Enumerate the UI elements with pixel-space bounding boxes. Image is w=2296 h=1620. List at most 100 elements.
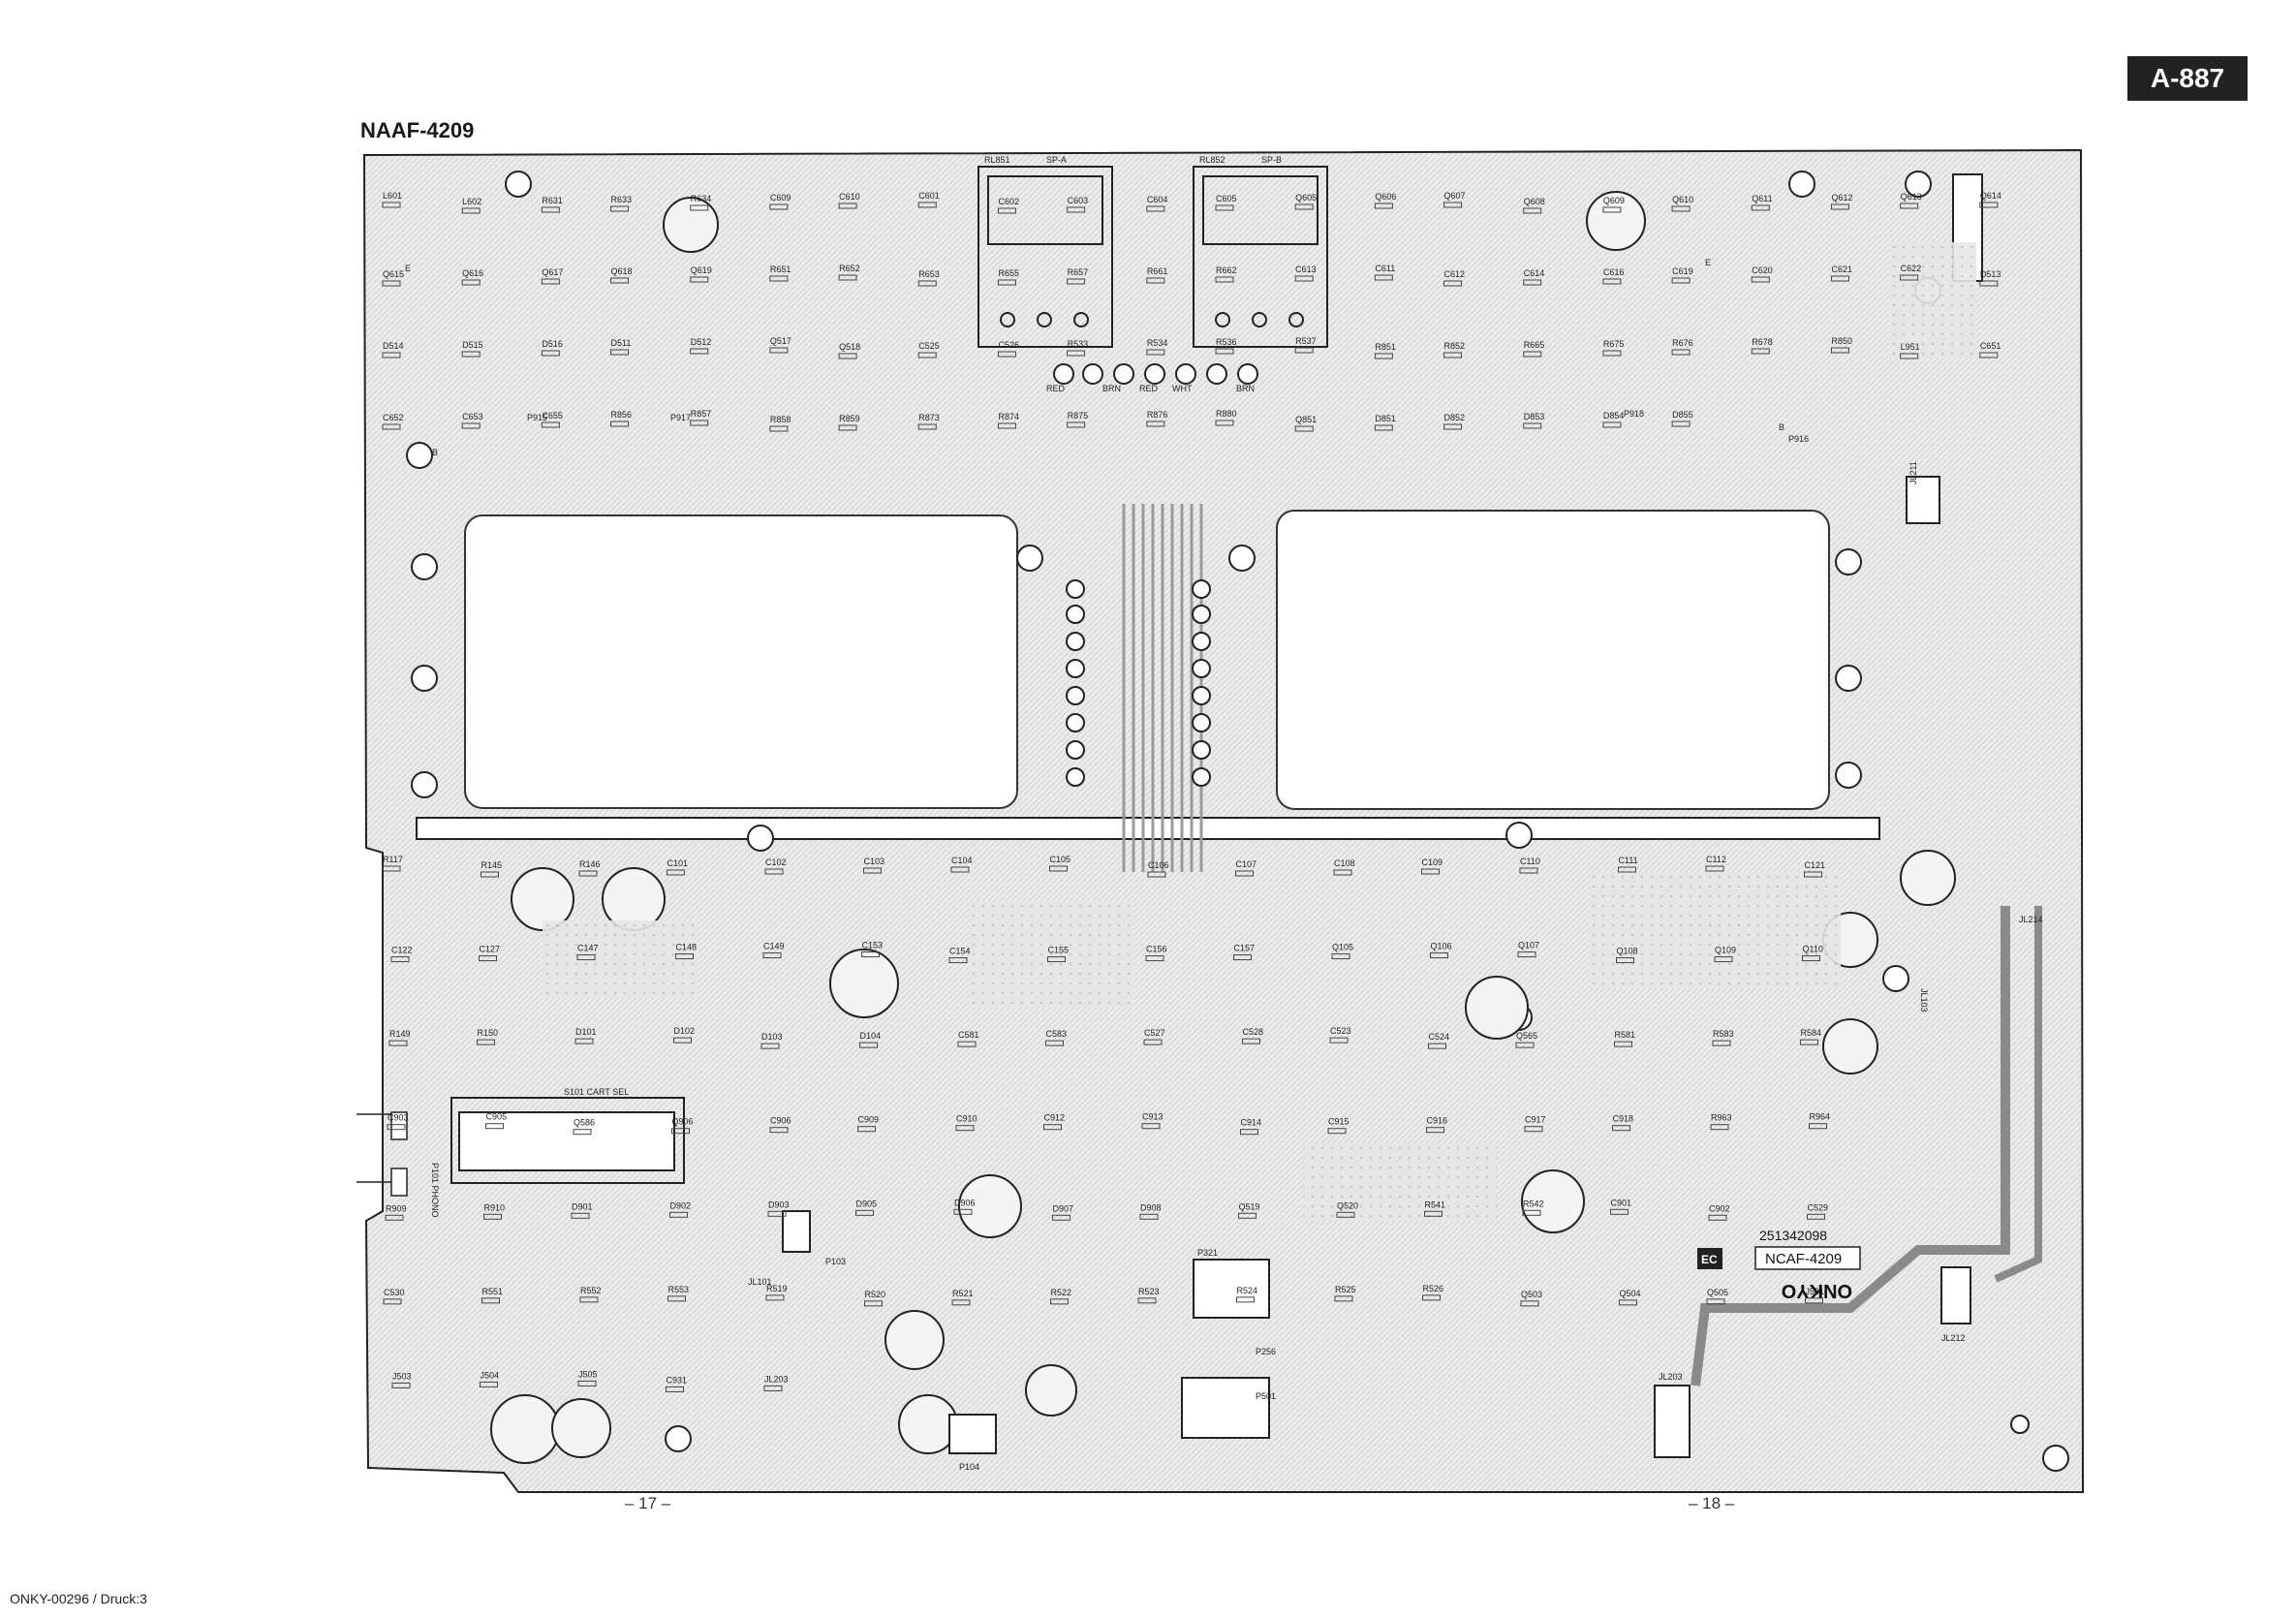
component-body — [1238, 1212, 1257, 1219]
component-body — [1602, 421, 1622, 428]
component-ref-label: Q616 — [462, 268, 483, 278]
component-body — [382, 352, 401, 358]
component-ref-label: C525 — [918, 341, 940, 351]
component-ref-label: C101 — [667, 858, 689, 868]
component-body — [382, 865, 401, 872]
component-ref-label: R652 — [839, 264, 860, 273]
component-ref-label: R964 — [1810, 1112, 1831, 1122]
component-ref-label: C610 — [839, 192, 860, 202]
component-ref-label: R150 — [478, 1028, 499, 1038]
component-body — [690, 420, 709, 426]
ground-mark: B — [1779, 422, 1784, 432]
component-ref-label: C153 — [862, 941, 884, 950]
component-body — [1602, 206, 1622, 213]
component-ref-label: D515 — [462, 340, 483, 350]
component-ref-label: C609 — [770, 193, 791, 202]
component-body — [1671, 349, 1691, 356]
component-body — [957, 1041, 977, 1047]
component-body — [1374, 353, 1393, 359]
component-ref-label: C619 — [1672, 266, 1693, 276]
component-body — [461, 279, 481, 286]
component-body — [863, 867, 882, 874]
component-ref-label: C110 — [1520, 857, 1540, 866]
wire-colour-labels: RED BRN RED WHT BRN — [1046, 384, 1255, 393]
component-ref-label: R633 — [611, 195, 633, 204]
component-ref-label: Q503 — [1521, 1290, 1542, 1299]
component-ref-label: Q609 — [1603, 196, 1625, 205]
component-body — [1443, 280, 1463, 287]
component-ref-label: D905 — [856, 1199, 878, 1208]
component-body — [1426, 1127, 1444, 1134]
component-body — [1428, 1043, 1446, 1049]
component-body — [1049, 865, 1068, 872]
ground-marks: B E E B — [405, 258, 1784, 457]
component-body — [671, 1128, 690, 1135]
component-body — [1802, 955, 1820, 962]
component-ref-label: C149 — [763, 942, 785, 951]
component-ref-label: C909 — [858, 1115, 880, 1125]
component-ref-label: C105 — [1050, 855, 1071, 864]
component-body — [461, 422, 481, 429]
component-ref-label: Q851 — [1295, 415, 1317, 424]
component-ref-label: C905 — [486, 1112, 508, 1122]
component-ref-label: Q565 — [1516, 1031, 1537, 1041]
relay-label: RL852 — [1199, 155, 1226, 165]
component-body — [1236, 1296, 1255, 1303]
component-body — [997, 279, 1016, 286]
component-ref-label: C112 — [1706, 855, 1726, 864]
component-body — [1900, 274, 1919, 281]
component-body — [1900, 353, 1919, 359]
component-body — [1519, 867, 1538, 874]
component-ref-label: R851 — [1375, 342, 1396, 352]
component-ref-label: R963 — [1711, 1113, 1732, 1123]
component-body — [479, 955, 497, 962]
component-body — [481, 1297, 500, 1304]
component-body — [382, 423, 401, 430]
speaker-pads — [1053, 363, 1258, 385]
component-ref-label: R880 — [1216, 409, 1237, 419]
component-body — [1215, 420, 1234, 426]
component-ref-label: C529 — [1808, 1202, 1829, 1212]
component-ref-label: D101 — [575, 1027, 597, 1037]
component-ref-label: D511 — [611, 338, 632, 348]
component-body — [917, 423, 937, 430]
component-body — [764, 868, 784, 875]
component-body — [1900, 202, 1919, 209]
component-body — [675, 953, 694, 960]
component-body — [1805, 1297, 1823, 1304]
brand-logo: ONKYO — [1782, 1280, 1852, 1301]
component-ref-label: R522 — [1051, 1288, 1072, 1297]
component-ref-label: Q520 — [1337, 1200, 1358, 1210]
component-ref-label: C651 — [1980, 341, 2001, 351]
component-body — [1443, 202, 1463, 208]
component-body — [1146, 349, 1165, 356]
component-body — [1242, 1038, 1260, 1044]
wire-label: WHT — [1172, 384, 1193, 393]
component-ref-label: Q605 — [1295, 193, 1317, 202]
component-ref-label: Q615 — [383, 269, 404, 279]
component-ref-label: R910 — [484, 1202, 506, 1212]
component-body — [610, 205, 630, 212]
phono-leads — [357, 1111, 408, 1197]
component-ref-label: R146 — [579, 859, 601, 869]
component-body — [1145, 955, 1164, 962]
connector-label: P501 — [1256, 1391, 1276, 1401]
component-ref-label: D103 — [761, 1032, 783, 1042]
component-ref-label: R551 — [482, 1287, 504, 1296]
component-body — [1294, 425, 1314, 432]
component-body — [382, 280, 401, 287]
component-ref-label: R634 — [691, 194, 712, 203]
component-ref-label: C910 — [956, 1114, 977, 1124]
component-body — [541, 421, 560, 428]
component-ref-label: R520 — [865, 1290, 886, 1299]
component-body — [1800, 1039, 1818, 1045]
component-ref-label: D513 — [1980, 269, 2001, 279]
component-ref-label: C915 — [1328, 1117, 1350, 1127]
component-ref-label: R858 — [770, 415, 791, 424]
component-ref-label: C121 — [1805, 860, 1826, 870]
connector-label: JL212 — [1941, 1333, 1966, 1343]
component-ref-label: R876 — [1147, 410, 1168, 420]
component-body — [1294, 275, 1314, 282]
connector-label: P321 — [1197, 1248, 1218, 1258]
